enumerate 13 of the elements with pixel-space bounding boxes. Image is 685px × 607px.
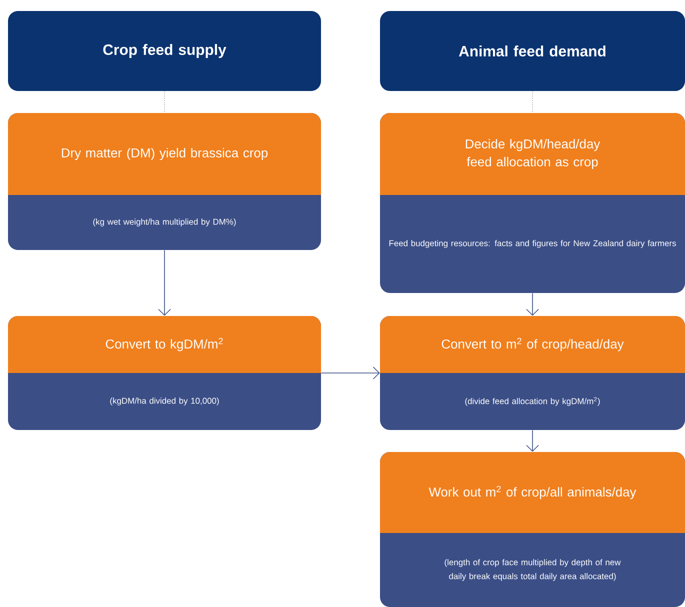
header-box: Crop feed supply (8, 11, 321, 91)
connector-line (164, 90, 165, 114)
connector-line (532, 90, 533, 114)
process-box: Work out m$^{2}$ of crop/all animals/day (length of crop face multiplied by depth of new daily break equals total daily area allocated) (380, 452, 685, 607)
header-box: Animal feed demand (380, 11, 685, 91)
arrow (158, 250, 171, 316)
process-box: Dry matter (DM) yield brassica crop (kg wet weight/ha multiplied by DM%) (8, 113, 321, 250)
process-box: Convert to kgDM/m$^{2}$ (kgDM/ha divided by 10,000) (8, 316, 321, 430)
process-box: Convert to m$^{2}$ of crop/head/day (divide feed allocation by kgDM/m$^{2}$) (380, 316, 685, 430)
process-box: Decide kgDM/head/day feed allocation as crop Feed budgeting resources: facts and figures for New Zealand dairy farmers (380, 113, 685, 293)
arrow (526, 292, 539, 316)
arrow (320, 366, 380, 380)
arrow (526, 430, 539, 452)
